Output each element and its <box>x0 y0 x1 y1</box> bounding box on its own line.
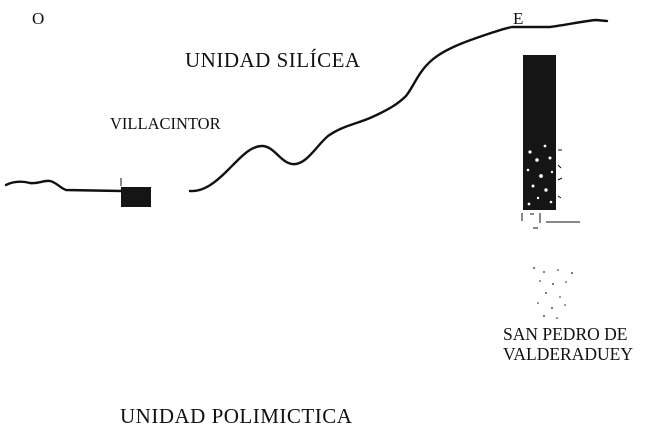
san-pedro-label-line1: SAN PEDRO DE <box>503 324 628 344</box>
unidad-polimictica-label: UNIDAD POLIMICTICA <box>120 404 353 428</box>
san-pedro-well <box>523 55 556 210</box>
west-orientation-label: O <box>32 9 45 28</box>
villacintor-well <box>121 187 151 207</box>
san-pedro-label-line2: VALDERADUEY <box>503 343 633 364</box>
well-side-marks <box>557 149 563 199</box>
villacintor-label: VILLACINTOR <box>110 114 221 133</box>
east-orientation-label: E <box>513 9 524 28</box>
terrain-profile-east <box>188 18 609 193</box>
well-base-marks <box>521 213 580 229</box>
terrain-profile-west <box>4 179 124 193</box>
well-speckles <box>526 144 554 206</box>
unidad-silicea-label: UNIDAD SILÍCEA <box>185 48 361 72</box>
san-pedro-label: SAN PEDRO DE VALDERADUEY <box>503 324 633 364</box>
scattered-dots <box>533 267 573 319</box>
